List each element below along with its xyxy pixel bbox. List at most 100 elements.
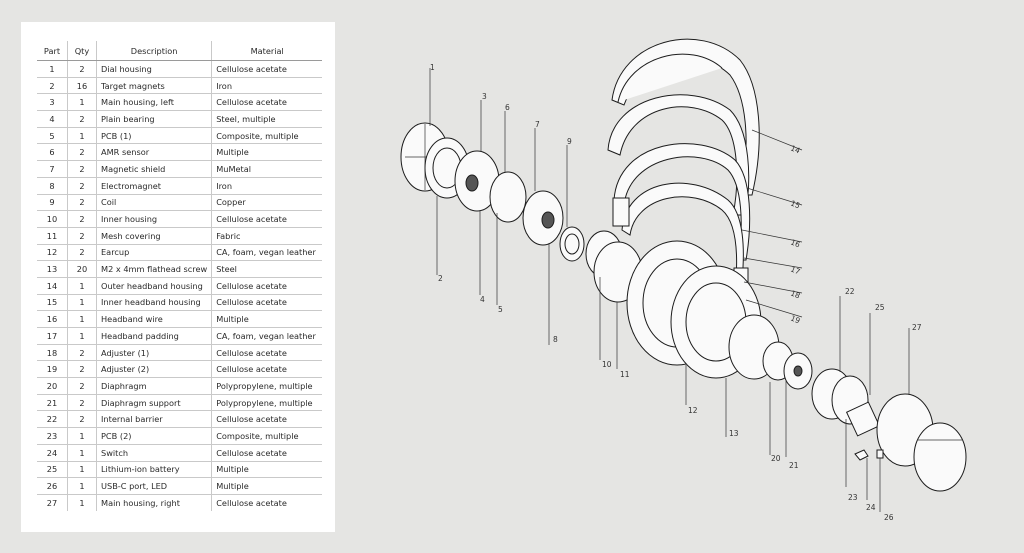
callout-15: 15 xyxy=(789,199,801,211)
switch xyxy=(854,449,869,461)
qty-cell: 1 xyxy=(67,127,97,145)
material-cell: Cellulose acetate xyxy=(211,294,323,312)
description-cell: Internal barrier xyxy=(96,410,213,429)
part-cell: 27 xyxy=(37,494,68,511)
part-cell: 22 xyxy=(37,410,68,429)
description-cell: Outer headband housing xyxy=(96,277,213,295)
material-cell: Steel, multiple xyxy=(211,110,323,128)
qty-cell: 1 xyxy=(67,494,97,511)
callout-2: 2 xyxy=(438,274,443,283)
callout-9: 9 xyxy=(567,137,572,146)
part-cell: 26 xyxy=(37,477,68,495)
magnetic-shield xyxy=(522,190,564,246)
part-cell: 2 xyxy=(37,77,68,95)
material-cell: MuMetal xyxy=(211,160,323,178)
callout-10: 10 xyxy=(602,360,612,369)
description-cell: Headband padding xyxy=(96,327,213,345)
part-cell: 21 xyxy=(37,394,68,412)
material-cell: Cellulose acetate xyxy=(211,60,323,78)
callout-24: 24 xyxy=(866,503,876,512)
callout-6: 6 xyxy=(505,103,510,112)
callout-23: 23 xyxy=(848,493,858,502)
qty-cell: 1 xyxy=(67,93,97,112)
callout-27: 27 xyxy=(912,323,922,332)
callout-19: 19 xyxy=(789,314,801,326)
description-cell: Inner headband housing xyxy=(96,294,213,312)
table-header-row: Part Qty Description Material xyxy=(37,41,323,61)
description-cell: Dial housing xyxy=(96,60,213,78)
description-cell: PCB (2) xyxy=(96,427,213,445)
description-cell: Mesh covering xyxy=(96,227,213,245)
callout-4: 4 xyxy=(480,295,485,304)
part-cell: 13 xyxy=(37,260,68,278)
part-cell: 19 xyxy=(37,360,68,379)
part-cell: 16 xyxy=(37,310,68,328)
pcb-1 xyxy=(489,171,527,223)
description-cell: Diaphragm xyxy=(96,377,213,395)
callout-16: 16 xyxy=(789,238,801,250)
description-cell: PCB (1) xyxy=(96,127,213,145)
part-cell: 8 xyxy=(37,177,68,195)
callout-21: 21 xyxy=(789,461,799,470)
qty-cell: 2 xyxy=(67,110,97,128)
description-cell: Electromagnet xyxy=(96,177,213,195)
qty-cell: 2 xyxy=(67,360,97,379)
callout-7: 7 xyxy=(535,120,540,129)
description-cell: Adjuster (1) xyxy=(96,344,213,362)
material-cell: Cellulose acetate xyxy=(216,497,287,508)
description-cell: Plain bearing xyxy=(96,110,213,128)
callout-20: 20 xyxy=(771,454,781,463)
callout-26: 26 xyxy=(884,513,894,522)
description-cell: USB-C port, LED xyxy=(96,477,213,495)
description-cell: Diaphragm support xyxy=(96,394,213,412)
callout-22: 22 xyxy=(845,287,855,296)
qty-cell: 16 xyxy=(67,77,97,95)
qty-cell: 1 xyxy=(67,444,97,462)
qty-cell: 2 xyxy=(67,177,97,195)
qty-cell: 1 xyxy=(67,277,97,295)
header-part: Part xyxy=(37,41,68,61)
usb-c-port xyxy=(876,449,884,459)
description-cell: Coil xyxy=(96,194,213,212)
part-cell: 4 xyxy=(37,110,68,128)
qty-cell: 1 xyxy=(67,477,97,495)
callout-14: 14 xyxy=(789,144,801,156)
description-cell: Lithium-ion battery xyxy=(96,461,213,479)
qty-cell: 2 xyxy=(67,244,97,262)
material-cell: Copper xyxy=(211,194,323,212)
callout-18: 18 xyxy=(789,289,801,301)
qty-cell: 1 xyxy=(67,310,97,328)
diaphragm-assembly xyxy=(728,314,813,390)
part-cell: 20 xyxy=(37,377,68,395)
material-cell: Cellulose acetate xyxy=(211,410,323,429)
part-cell: 6 xyxy=(37,143,68,162)
leader-lines xyxy=(429,68,910,512)
material-cell: Polypropylene, multiple xyxy=(211,394,323,412)
qty-cell: 1 xyxy=(67,427,97,445)
qty-cell: 2 xyxy=(67,344,97,362)
part-cell: 10 xyxy=(37,210,68,228)
header-material: Material xyxy=(211,41,323,61)
part-cell: 7 xyxy=(37,160,68,178)
description-cell: Main housing, left xyxy=(96,93,213,112)
material-cell: Multiple xyxy=(211,143,323,162)
callout-8: 8 xyxy=(553,335,558,344)
description-cell: Magnetic shield xyxy=(96,160,213,178)
main-housing-right xyxy=(876,393,967,492)
description-cell: AMR sensor xyxy=(96,143,213,162)
qty-cell: 2 xyxy=(67,410,97,429)
callout-11: 11 xyxy=(620,370,630,379)
callout-1: 1 xyxy=(430,63,435,72)
part-cell: 23 xyxy=(37,427,68,445)
